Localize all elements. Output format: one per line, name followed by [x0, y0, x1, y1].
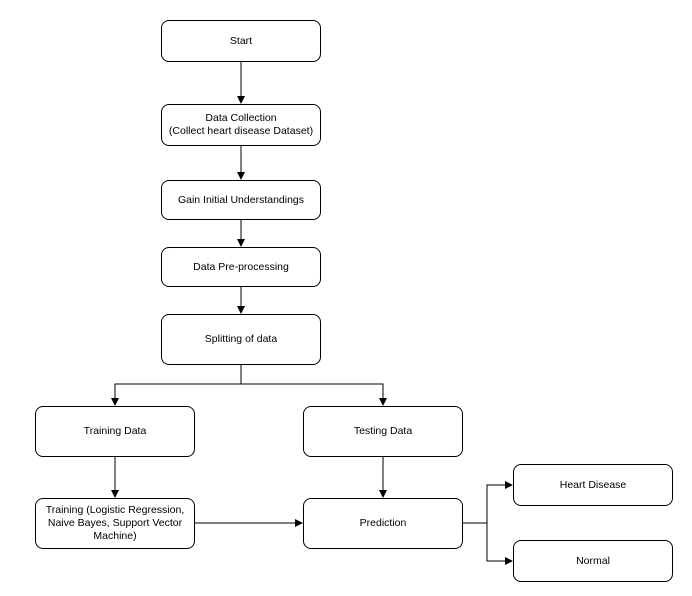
node-prediction: Prediction — [303, 498, 463, 549]
node-training-label: Training (Logistic Regression, Naive Bay… — [45, 504, 185, 542]
node-training-data: Training Data — [35, 406, 195, 457]
node-gain-understandings: Gain Initial Understandings — [161, 180, 321, 220]
edge-prediction-to-heart-disease — [463, 481, 513, 524]
node-data-collection-label: Data Collection (Collect heart disease D… — [168, 112, 314, 137]
node-testing-data: Testing Data — [303, 406, 463, 457]
node-splitting: Splitting of data — [161, 314, 321, 365]
node-gain-understandings-label: Gain Initial Understandings — [177, 193, 305, 206]
node-prediction-label: Prediction — [359, 517, 407, 529]
node-training-data-label: Training Data — [83, 425, 147, 437]
node-training: Training (Logistic Regression, Naive Bay… — [35, 498, 195, 549]
node-normal-label: Normal — [576, 554, 610, 567]
node-splitting-label: Splitting of data — [204, 333, 278, 345]
node-data-collection: Data Collection (Collect heart disease D… — [161, 104, 321, 146]
node-heart-disease-label: Heart Disease — [559, 478, 627, 491]
node-normal: Normal — [513, 540, 673, 582]
edge-splitting-to-training-data — [111, 365, 242, 406]
node-preprocessing-label: Data Pre-processing — [193, 260, 289, 273]
node-heart-disease: Heart Disease — [513, 464, 673, 506]
node-start: Start — [161, 20, 321, 62]
edge-prediction-to-normal — [486, 523, 513, 565]
edge-splitting-to-testing-data — [241, 383, 387, 406]
node-preprocessing: Data Pre-processing — [161, 247, 321, 287]
node-testing-data-label: Testing Data — [353, 425, 413, 437]
node-start-label: Start — [229, 34, 253, 47]
